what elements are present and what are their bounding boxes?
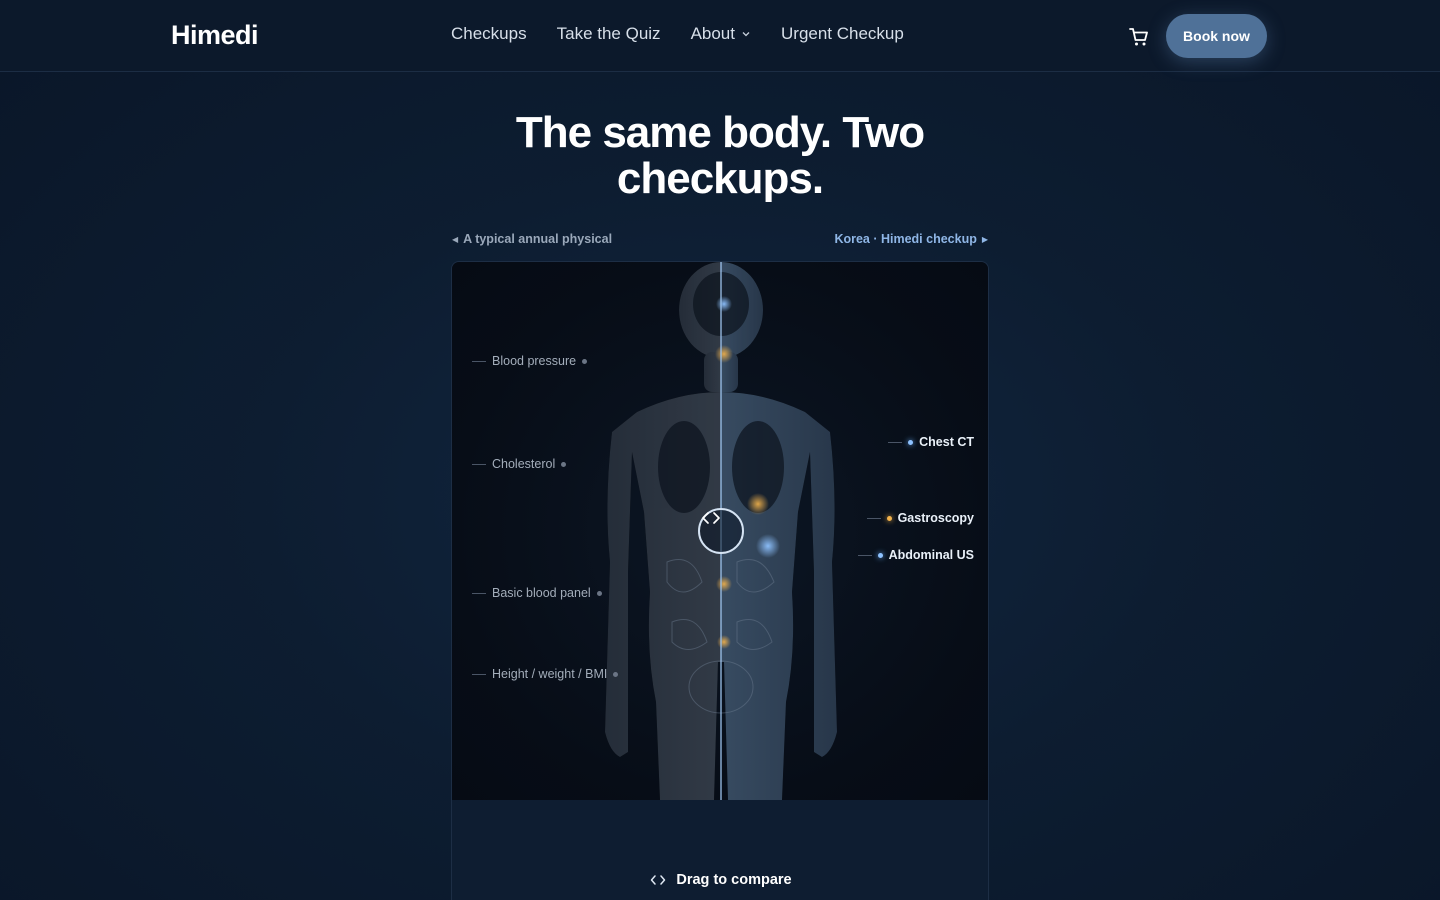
top-navigation: Himedi Checkups Take the Quiz About Urge… <box>0 0 1440 72</box>
nav-link-about[interactable]: About <box>691 24 751 44</box>
nav-link-label: Take the Quiz <box>556 24 661 43</box>
drag-arrows-icon <box>702 512 720 524</box>
connector-line <box>857 554 872 556</box>
connector-line <box>472 463 486 465</box>
book-now-button[interactable]: Book now <box>1166 14 1267 58</box>
logo[interactable]: Himedi <box>171 20 259 50</box>
item-label: Gastroscopy <box>897 511 974 525</box>
body-scan-image: Blood pressure Cholesterol Basic blood p… <box>452 262 988 800</box>
compare-panel: Blood pressure Cholesterol Basic blood p… <box>451 261 989 900</box>
compare-slider-handle[interactable] <box>698 508 744 554</box>
nav-link-quiz[interactable]: Take the Quiz <box>557 24 661 44</box>
right-item-chest-ct: Chest CT <box>888 435 974 449</box>
compare-right-label: Korea · Himedi checkup <box>834 232 977 246</box>
item-label: Basic blood panel <box>492 586 591 600</box>
marker-dot <box>613 671 619 677</box>
triangle-right-icon: ▶ <box>981 234 988 244</box>
compare-left-label: A typical annual physical <box>463 232 613 246</box>
compare-left-caption: ◀ A typical annual physical <box>452 232 612 246</box>
marker-dot <box>596 590 602 596</box>
body-mri-illustration <box>605 262 837 800</box>
marker-dot <box>877 552 883 558</box>
marker-dot <box>886 515 892 521</box>
nav-link-label: Checkups <box>451 24 527 43</box>
drag-hint-label: Drag to compare <box>676 872 792 888</box>
connector-line <box>472 360 486 362</box>
connector-line <box>472 673 486 675</box>
cart-icon[interactable] <box>1127 25 1151 49</box>
drag-hint: Drag to compare <box>452 872 988 888</box>
connector-line <box>888 441 903 443</box>
left-item-cholesterol: Cholesterol <box>472 457 567 471</box>
nav-links: Checkups Take the Quiz About Urgent Chec… <box>451 24 904 44</box>
right-item-gastroscopy: Gastroscopy <box>866 511 974 525</box>
nav-link-label: Urgent Checkup <box>781 24 904 43</box>
triangle-left-icon: ◀ <box>452 234 459 244</box>
item-label: Chest CT <box>919 435 974 449</box>
chevron-down-icon <box>742 32 750 37</box>
marker-dot <box>908 439 914 445</box>
connector-line <box>866 517 881 519</box>
marker-dot <box>561 461 567 467</box>
item-label: Abdominal US <box>888 548 974 562</box>
left-item-height-weight-bmi: Height / weight / BMI <box>472 667 619 681</box>
drag-arrows-icon <box>651 875 666 885</box>
right-item-abdominal-us: Abdominal US <box>857 548 974 562</box>
marker-dot <box>582 358 588 364</box>
nav-link-urgent[interactable]: Urgent Checkup <box>781 24 904 44</box>
nav-link-checkups[interactable]: Checkups <box>451 24 527 44</box>
connector-line <box>472 592 486 594</box>
nav-link-label: About <box>690 24 735 43</box>
item-label: Cholesterol <box>492 457 556 471</box>
item-label: Blood pressure <box>492 354 577 368</box>
compare-right-caption: Korea · Himedi checkup ▶ <box>834 232 988 246</box>
left-item-basic-blood-panel: Basic blood panel <box>472 586 602 600</box>
page-title: The same body. Two checkups. <box>515 108 925 203</box>
left-item-blood-pressure: Blood pressure <box>472 354 588 368</box>
item-label: Height / weight / BMI <box>492 667 608 681</box>
